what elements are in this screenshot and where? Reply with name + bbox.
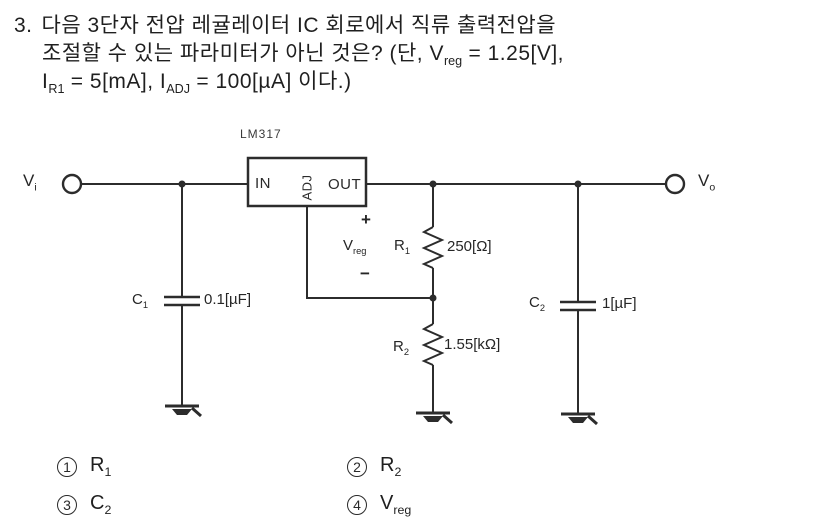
vi-label: Vi	[23, 171, 37, 194]
question-line-1: 3. 다음 3단자 전압 레귤레이터 IC 회로에서 직류 출력전압을	[14, 9, 556, 39]
r2-value: 1.55[kΩ]	[444, 336, 501, 353]
option-2-label: R2	[380, 454, 402, 479]
r1-label: R1	[394, 237, 411, 256]
vreg-plus-sign: +	[361, 210, 371, 229]
question-line-2: 조절할 수 있는 파라미터가 아닌 것은? (단, Vreg = 1.25[V]…	[42, 42, 565, 69]
pin-in-label: IN	[255, 175, 271, 192]
option-1-number: 1	[57, 456, 77, 477]
option-3-number: 3	[57, 494, 77, 515]
pin-adj-label: ADJ	[299, 174, 315, 201]
vi-terminal-icon	[61, 173, 83, 195]
c1-label: C1	[132, 291, 149, 310]
ic-name-label: LM317	[240, 127, 282, 141]
capacitor-c2-icon	[560, 300, 596, 312]
option-2[interactable]: 2 R2	[347, 454, 401, 479]
option-4-number: 4	[347, 494, 367, 515]
option-4-label: Vreg	[380, 492, 412, 517]
option-2-number: 2	[347, 456, 367, 477]
r1-value: 250[Ω]	[447, 238, 492, 255]
pin-out-label: OUT	[328, 176, 362, 193]
option-3[interactable]: 3 C2	[57, 492, 111, 517]
junction-dot	[574, 180, 582, 188]
capacitor-c1-icon	[164, 295, 200, 307]
c2-label: C2	[529, 294, 546, 313]
junction-dot	[429, 294, 437, 302]
junction-dot	[178, 180, 186, 188]
r2-label: R2	[393, 338, 410, 357]
resistor-r1-icon	[421, 226, 445, 269]
vo-terminal-icon	[664, 173, 686, 195]
question-line-3: IR1 = 5[mA], IADJ = 100[µA] 이다.)	[42, 70, 352, 97]
vo-label: Vo	[698, 171, 716, 194]
option-1[interactable]: 1 R1	[57, 454, 111, 479]
vreg-minus-sign: −	[360, 264, 370, 283]
question-number: 3.	[14, 14, 33, 37]
c2-value: 1[µF]	[602, 295, 637, 312]
option-1-label: R1	[90, 454, 112, 479]
resistor-r2-icon	[421, 323, 445, 366]
ground-icon	[414, 411, 454, 425]
ground-icon	[559, 412, 599, 426]
ground-icon	[163, 404, 203, 418]
c1-value: 0.1[µF]	[204, 291, 251, 308]
wire-adj	[306, 206, 433, 299]
option-4[interactable]: 4 Vreg	[347, 492, 411, 517]
vreg-label: Vreg	[343, 237, 367, 256]
option-3-label: C2	[90, 492, 112, 517]
question-text-1: 다음 3단자 전압 레귤레이터 IC 회로에서 직류 출력전압을	[41, 14, 557, 37]
junction-dot	[429, 180, 437, 188]
